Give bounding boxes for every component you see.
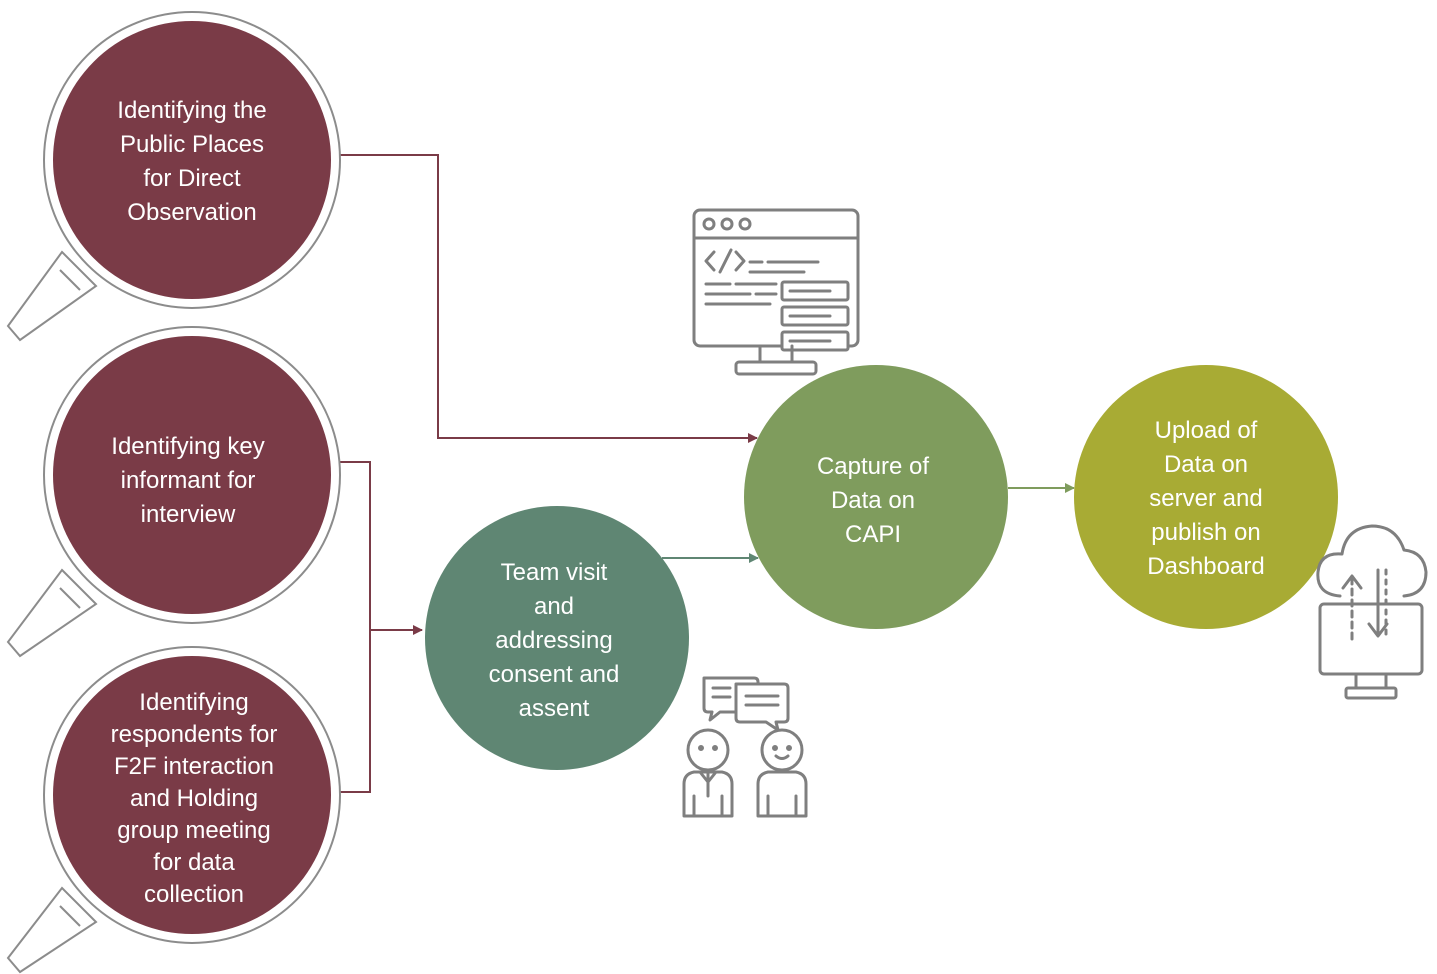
node-places-circle xyxy=(53,21,331,299)
cloud-transfer-icon xyxy=(1316,524,1428,700)
node-respondents-label: Identifying respondents for F2F interact… xyxy=(110,689,278,908)
magnifier-handle xyxy=(6,886,98,974)
magnifier-icon xyxy=(6,326,341,658)
magnifier-icon xyxy=(6,646,341,974)
magnifier-handle xyxy=(6,250,98,342)
magnifier-handle xyxy=(6,568,98,658)
node-informant-label: Identifying key informant for interview xyxy=(111,433,265,528)
conversation-icon xyxy=(682,676,808,818)
node-informant-circle xyxy=(53,336,331,614)
connector-places-to-capture xyxy=(330,154,758,443)
node-capture-label: Capture of Data on CAPI xyxy=(816,453,930,548)
node-upload-label: Upload of Data on server and publish on … xyxy=(1147,417,1265,580)
connector-respondents-to-team xyxy=(330,630,371,793)
node-places-label: Identifying the Public Places for Direct… xyxy=(117,97,267,226)
connector-informant-to-team xyxy=(330,461,371,630)
node-team-label: Team visit and addressing consent and as… xyxy=(488,559,620,722)
node-capture-circle xyxy=(744,365,1008,629)
magnifier-icon xyxy=(6,11,341,342)
node-upload-circle xyxy=(1074,365,1338,629)
node-respondents-circle xyxy=(53,656,331,934)
code-monitor-icon xyxy=(692,208,860,376)
node-team-circle xyxy=(425,506,689,770)
